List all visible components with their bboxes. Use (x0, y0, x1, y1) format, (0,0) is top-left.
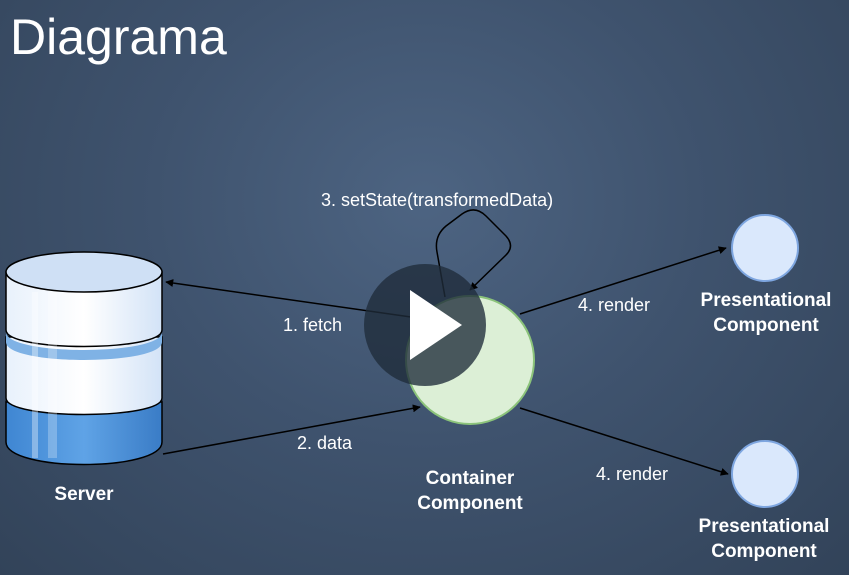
container-component-label-line2: Component (417, 493, 523, 514)
edge-label-fetch: 1. fetch (283, 315, 342, 335)
edge-set-state-loop (435, 209, 512, 298)
play-button[interactable] (364, 264, 486, 386)
edge-render-top (519, 246, 727, 315)
edge-label-render-top: 4. render (578, 295, 650, 315)
presentational-component-top-node (731, 214, 799, 282)
play-icon (410, 290, 462, 360)
container-component-label-line1: Container (426, 468, 515, 489)
presentational-bottom-label-line2: Component (711, 541, 817, 562)
edge-render-bottom (519, 407, 729, 476)
presentational-component-bottom-node (731, 440, 799, 508)
server-label: Server (54, 484, 114, 505)
presentational-top-label-line1: Presentational (701, 290, 832, 311)
presentational-bottom-label-line1: Presentational (699, 516, 830, 537)
edge-label-data: 2. data (297, 433, 353, 453)
server-database-icon (5, 251, 163, 466)
page-title: Diagrama (10, 9, 227, 65)
edge-data (162, 404, 421, 455)
edge-label-render-bottom: 4. render (596, 464, 668, 484)
presentational-top-label-line2: Component (713, 315, 819, 336)
edge-label-set-state: 3. setState(transformedData) (321, 190, 553, 210)
